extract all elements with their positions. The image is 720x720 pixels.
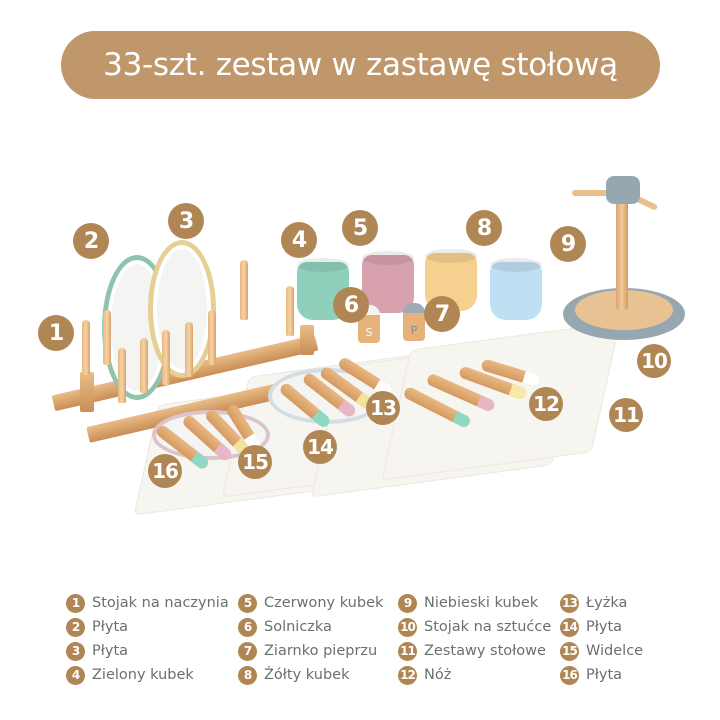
callout-9: 9 [550, 226, 586, 262]
legend-number-badge: 5 [238, 593, 257, 613]
rack-peg [286, 286, 294, 336]
rack-peg [185, 322, 193, 377]
legend-label: Płyta [586, 619, 623, 635]
callout-4: 4 [281, 222, 317, 258]
pepper-shaker: P [403, 303, 425, 341]
legend-number-badge: 13 [560, 593, 579, 613]
legend-item: 9 Niebieski kubek [398, 592, 560, 614]
legend-label: Ziarnko pieprzu [264, 643, 378, 659]
legend-label: Płyta [92, 619, 129, 635]
legend-item: 14 Płyta [560, 616, 670, 638]
legend-number-badge: 10 [398, 617, 417, 637]
legend: 1 Stojak na naczynia 5 Czerwony kubek 9 Nie… [66, 592, 666, 686]
legend-number-badge: 2 [66, 617, 85, 637]
legend-number-badge: 14 [560, 617, 579, 637]
dish-rack-rail [80, 372, 94, 412]
legend-item: 2 Płyta [66, 616, 238, 638]
legend-label: Stojak na sztućce [424, 619, 552, 635]
callout-11: 11 [609, 398, 643, 432]
legend-number-badge: 4 [66, 665, 85, 685]
rack-peg [208, 310, 216, 365]
legend-item: 5 Czerwony kubek [238, 592, 398, 614]
legend-number-badge: 3 [66, 641, 85, 661]
legend-number-badge: 7 [238, 641, 257, 661]
pink-cup [362, 251, 414, 313]
legend-label: Zielony kubek [92, 667, 194, 683]
legend-item: 1 Stojak na naczynia [66, 592, 238, 614]
legend-number-badge: 16 [560, 665, 579, 685]
legend-item: 13 Łyżka [560, 592, 670, 614]
legend-item: 11 Zestawy stołowe [398, 640, 560, 662]
legend-number-badge: 12 [398, 665, 417, 685]
page-title: 33-szt. zestaw w zastawę stołową [103, 47, 618, 83]
plate-yellow-rim [148, 240, 216, 378]
legend-number-badge: 11 [398, 641, 417, 661]
legend-item: 7 Ziarnko pieprzu [238, 640, 398, 662]
legend-label: Czerwony kubek [264, 595, 384, 611]
legend-item: 10 Stojak na sztućce [398, 616, 560, 638]
cutlery-stand-arm [572, 190, 612, 196]
callout-10: 10 [637, 344, 671, 378]
legend-label: Stojak na naczynia [92, 595, 229, 611]
dish-rack-rail [300, 325, 314, 355]
legend-label: Łyżka [586, 595, 628, 611]
legend-label: Żółty kubek [264, 667, 350, 683]
rack-peg [240, 260, 248, 320]
callout-16: 16 [148, 454, 182, 488]
callout-7: 7 [424, 296, 460, 332]
legend-label: Nóż [424, 667, 452, 683]
callout-2: 2 [73, 223, 109, 259]
callout-12: 12 [529, 387, 563, 421]
legend-label: Płyta [92, 643, 129, 659]
product-illustration: S P 1 2 3 4 5 6 7 8 9 10 11 12 13 14 15 … [0, 110, 720, 570]
legend-item: 3 Płyta [66, 640, 238, 662]
legend-number-badge: 8 [238, 665, 257, 685]
callout-13: 13 [366, 391, 400, 425]
legend-label: Zestawy stołowe [424, 643, 546, 659]
rack-peg [118, 348, 126, 403]
rack-peg [162, 330, 170, 385]
legend-number-badge: 9 [398, 593, 417, 613]
legend-item: 15 Widelce [560, 640, 670, 662]
legend-item: 8 Żółty kubek [238, 664, 398, 686]
callout-14: 14 [303, 430, 337, 464]
rack-peg [140, 338, 148, 393]
legend-number-badge: 1 [66, 593, 85, 613]
legend-item: 16 Płyta [560, 664, 670, 686]
callout-15: 15 [238, 445, 272, 479]
callout-6: 6 [333, 287, 369, 323]
legend-item: 12 Nóż [398, 664, 560, 686]
callout-8: 8 [466, 210, 502, 246]
rack-peg [82, 320, 90, 375]
callout-5: 5 [342, 210, 378, 246]
title-banner: 33-szt. zestaw w zastawę stołową [61, 31, 660, 99]
legend-number-badge: 15 [560, 641, 579, 661]
cutlery-stand-pole [616, 195, 628, 310]
legend-number-badge: 6 [238, 617, 257, 637]
legend-item: 4 Zielony kubek [66, 664, 238, 686]
callout-1: 1 [38, 315, 74, 351]
green-cup [297, 258, 349, 320]
blue-cup [490, 258, 542, 320]
legend-label: Widelce [586, 643, 644, 659]
rack-peg [103, 310, 111, 365]
legend-label: Solniczka [264, 619, 332, 635]
legend-item: 6 Solniczka [238, 616, 398, 638]
legend-label: Niebieski kubek [424, 595, 539, 611]
callout-3: 3 [168, 203, 204, 239]
cutlery-stand-top [606, 176, 640, 204]
legend-label: Płyta [586, 667, 623, 683]
